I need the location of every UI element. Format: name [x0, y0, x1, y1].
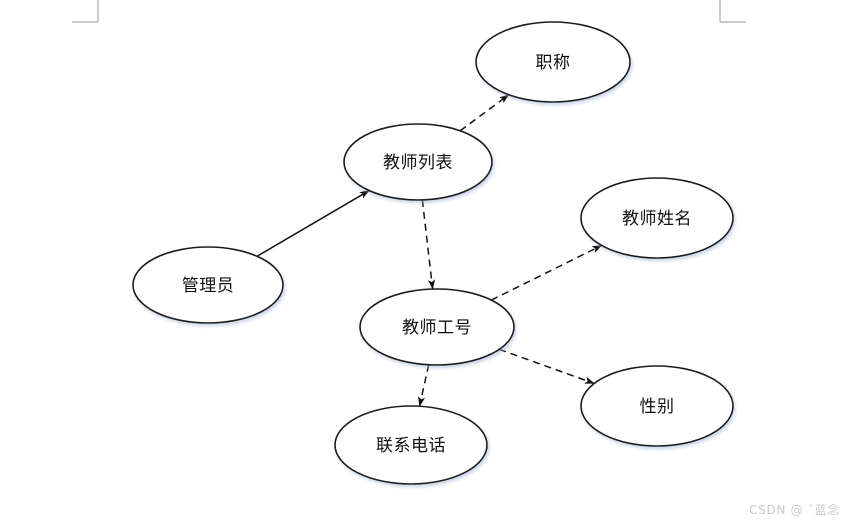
node-label-zhicheng: 职称: [536, 53, 571, 73]
connector-jiaoshiliebiao-to-zhicheng[interactable]: [459, 94, 510, 132]
node-label-guanliyuan: 管理员: [182, 276, 235, 296]
connector-jiaoshigonghao-to-xingbie[interactable]: [499, 348, 595, 385]
node-label-jiaoshigonghao: 教师工号: [402, 318, 472, 338]
node-jiaoshigonghao[interactable]: 教师工号: [359, 288, 515, 366]
ellipse-shape-xingbie[interactable]: [580, 365, 734, 447]
ellipse-shape-zhicheng[interactable]: [475, 21, 631, 103]
ellipse-shape-lianxidianhua[interactable]: [334, 405, 488, 485]
node-jiaoshiliebiao[interactable]: 教师列表: [343, 123, 493, 201]
ellipse-shape-guanliyuan[interactable]: [132, 246, 284, 324]
node-guanliyuan[interactable]: 管理员: [132, 246, 284, 324]
node-xingbie[interactable]: 性别: [580, 365, 734, 447]
node-zhicheng[interactable]: 职称: [475, 21, 631, 103]
connector-jiaoshigonghao-to-jiaoshixingming[interactable]: [491, 244, 603, 301]
connector-jiaoshiliebiao-to-jiaoshigonghao[interactable]: [421, 199, 436, 290]
node-jiaoshixingming[interactable]: 教师姓名: [580, 177, 734, 259]
top-right-margin-mark: [719, 0, 746, 23]
top-left-margin-mark: [72, 0, 99, 23]
node-label-jiaoshiliebiao: 教师列表: [383, 153, 453, 173]
node-label-lianxidianhua: 联系电话: [376, 436, 446, 456]
connector-jiaoshigonghao-to-lianxidianhua[interactable]: [418, 364, 430, 407]
ellipse-shape-jiaoshixingming[interactable]: [580, 177, 734, 259]
connectors-layer: [256, 94, 603, 407]
csdn-watermark: CSDN @ ˇ蓝念: [749, 503, 840, 517]
node-label-xingbie: 性别: [640, 397, 675, 417]
node-lianxidianhua[interactable]: 联系电话: [334, 405, 488, 485]
ellipse-shape-jiaoshigonghao[interactable]: [359, 288, 515, 366]
node-label-jiaoshixingming: 教师姓名: [622, 209, 692, 229]
ellipse-shape-jiaoshiliebiao[interactable]: [343, 123, 493, 201]
margin-marks-group: [72, 0, 746, 23]
connector-guanliyuan-to-jiaoshiliebiao[interactable]: [256, 189, 370, 257]
